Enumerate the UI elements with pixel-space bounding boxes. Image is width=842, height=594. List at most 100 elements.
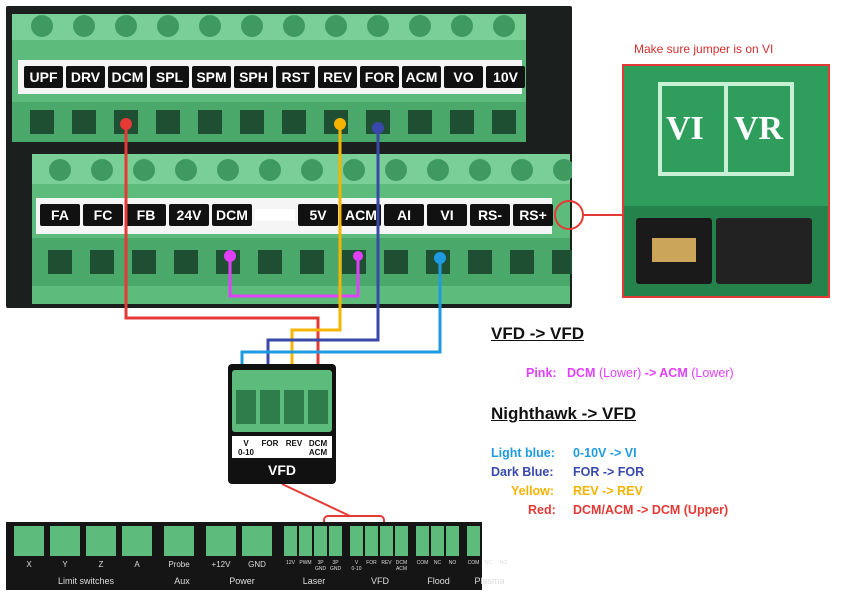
upper_terminals-label-10: VO bbox=[444, 66, 483, 88]
vfd-connector-title: VFD bbox=[268, 462, 296, 478]
red-legend-name: Red: bbox=[528, 503, 556, 517]
upper-slots-2 bbox=[114, 110, 138, 134]
board-connector-3 bbox=[122, 526, 152, 556]
nighthawk-to-vfd-heading: Nighthawk -> VFD bbox=[491, 404, 636, 423]
yellow-legend-mapping: REV -> REV bbox=[573, 484, 643, 498]
board-connector-15 bbox=[416, 526, 429, 556]
board-connector-18 bbox=[467, 526, 480, 556]
board-group-label-0: Limit switches bbox=[57, 576, 114, 586]
lower_terminals-label-6: 5V bbox=[298, 204, 338, 226]
board-connector-9 bbox=[314, 526, 327, 556]
inset-label-vi: VI bbox=[666, 110, 704, 147]
vfd-to-vfd-heading: VFD -> VFD bbox=[491, 324, 585, 343]
upper-slots-3 bbox=[156, 110, 180, 134]
yellow-legend-name: Yellow: bbox=[511, 484, 555, 498]
board-group-label-6: Plasma bbox=[474, 576, 505, 586]
board-group-label-1: Aux bbox=[174, 576, 190, 586]
dark-blue-legend-mapping: FOR -> FOR bbox=[573, 465, 645, 479]
board-pin-label-6: GND bbox=[248, 560, 266, 569]
upper_terminals-label-4: SPM bbox=[192, 66, 231, 88]
board-pin-label-0: X bbox=[26, 560, 32, 569]
board-pin-label-8: PWM bbox=[299, 560, 312, 566]
lower-screws-6 bbox=[301, 159, 323, 181]
red-legend-mapping: DCM/ACM -> DCM (Upper) bbox=[573, 503, 729, 517]
lower-screws-4 bbox=[217, 159, 239, 181]
board-pin-label-14: DCM ACM bbox=[395, 560, 408, 572]
dark-blue-legend-name: Dark Blue: bbox=[491, 465, 554, 479]
board-connector-2 bbox=[86, 526, 116, 556]
pink-legend-from: DCM bbox=[566, 366, 596, 380]
lower-screws-2 bbox=[133, 159, 155, 181]
upper-block-top bbox=[12, 14, 526, 40]
dark-blue-legend: Dark Blue: FOR -> FOR bbox=[491, 465, 644, 479]
board-connector-4 bbox=[164, 526, 194, 556]
board-connector-11 bbox=[350, 526, 363, 556]
upper-screws-3 bbox=[157, 15, 179, 37]
upper-screws-4 bbox=[199, 15, 221, 37]
board-pin-label-20: NO bbox=[499, 560, 508, 566]
lower-slots-6 bbox=[300, 250, 324, 274]
upper_terminals-label-3: SPL bbox=[150, 66, 189, 88]
lower_terminals-label-3: 24V bbox=[169, 204, 209, 226]
pink-legend-arrow: -> bbox=[644, 366, 657, 380]
upper_terminals-label-2: DCM bbox=[108, 66, 147, 88]
upper-slots-1 bbox=[72, 110, 96, 134]
vfd-pin-label-2: REV bbox=[285, 439, 303, 448]
lower-screws-7 bbox=[343, 159, 365, 181]
board-pin-label-9: 3P GND bbox=[314, 560, 327, 572]
yellow-legend: Yellow: REV -> REV bbox=[511, 484, 643, 498]
lower-screws-0 bbox=[49, 159, 71, 181]
light-blue-legend-mapping: 0-10V -> VI bbox=[573, 446, 637, 460]
board-pin-label-10: 3P GND bbox=[329, 560, 342, 572]
lower-screws-9 bbox=[427, 159, 449, 181]
lower-slots-1 bbox=[90, 250, 114, 274]
terminal-block-art bbox=[12, 14, 572, 304]
board-connector-6 bbox=[242, 526, 272, 556]
board-connector-5 bbox=[206, 526, 236, 556]
jumper-block-right bbox=[716, 218, 812, 284]
upper-slots-4 bbox=[198, 110, 222, 134]
board-pin-label-4: Probe bbox=[168, 560, 190, 569]
board-connectors-art bbox=[14, 526, 480, 556]
board-pin-label-12: FOR bbox=[366, 560, 377, 566]
vfd-connector-art bbox=[232, 370, 332, 458]
inset-label-vr: VR bbox=[734, 110, 784, 147]
upper_terminals-label-7: REV bbox=[318, 66, 357, 88]
pink-legend: Pink: DCM (Lower) -> ACM (Lower) bbox=[526, 366, 734, 380]
lower_terminals-label-11: RS+ bbox=[513, 204, 553, 226]
lower-screws-11 bbox=[511, 159, 533, 181]
red-legend: Red: DCM/ACM -> DCM (Upper) bbox=[528, 503, 728, 517]
lower-screws-5 bbox=[259, 159, 281, 181]
board-connector-13 bbox=[380, 526, 393, 556]
upper-slots-11 bbox=[492, 110, 516, 134]
upper_terminals-label-11: 10V bbox=[486, 66, 525, 88]
board-connector-14 bbox=[395, 526, 408, 556]
lower_terminals-label-8: AI bbox=[384, 204, 424, 226]
board-pin-label-18: COM bbox=[467, 560, 480, 566]
lower-slots-2 bbox=[132, 250, 156, 274]
board-pin-label-2: Z bbox=[98, 560, 104, 569]
board-pin-label-16: NC bbox=[433, 560, 442, 566]
upper-screws-2 bbox=[115, 15, 137, 37]
upper-screws-5 bbox=[241, 15, 263, 37]
board-pin-label-15: COM bbox=[416, 560, 429, 566]
board-connector-10 bbox=[329, 526, 342, 556]
upper-screws-7 bbox=[325, 15, 347, 37]
vfd-to-board-line bbox=[281, 483, 351, 517]
jumper-pins bbox=[652, 238, 696, 262]
upper-screws-10 bbox=[451, 15, 473, 37]
lower-screws-8 bbox=[385, 159, 407, 181]
lower-slots-11 bbox=[510, 250, 534, 274]
board-group-label-2: Power bbox=[229, 576, 255, 586]
board-connector-0 bbox=[14, 526, 44, 556]
upper_terminals-label-8: FOR bbox=[360, 66, 399, 88]
lower-slots-12 bbox=[552, 250, 572, 274]
upper-slots-5 bbox=[240, 110, 264, 134]
light-blue-legend-name: Light blue: bbox=[491, 446, 555, 460]
pink-legend-from-note: (Lower) bbox=[598, 366, 642, 380]
vfd-pin-label-3: DCM ACM bbox=[308, 439, 328, 457]
